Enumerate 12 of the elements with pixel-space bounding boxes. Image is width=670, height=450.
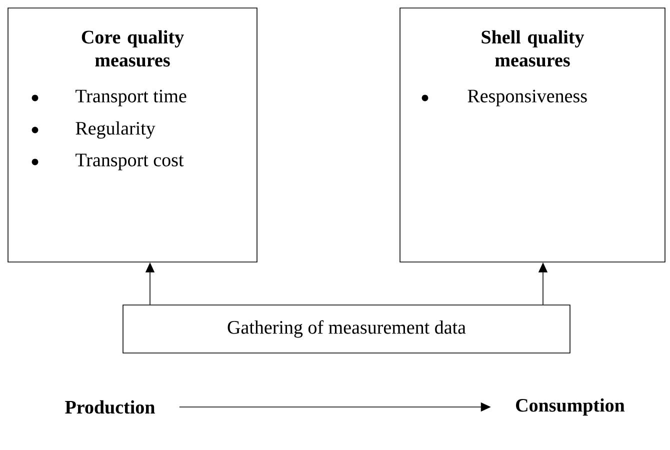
bullet-item: Responsiveness — [422, 90, 587, 106]
box-label: Gathering of measurement data — [228, 320, 466, 338]
stage-label: Consumption — [516, 398, 625, 416]
bullet-item: Regularity — [32, 121, 156, 139]
process-box — [8, 8, 258, 262]
process-box — [400, 8, 666, 262]
bullet-item: Transport time — [32, 90, 186, 106]
process-box — [122, 304, 570, 354]
bullet-item: Transport cost — [32, 154, 184, 170]
box-title: Core quality measures — [82, 30, 184, 67]
box-title: Shell quality measures — [482, 30, 584, 67]
stage-label: Production — [65, 400, 155, 414]
